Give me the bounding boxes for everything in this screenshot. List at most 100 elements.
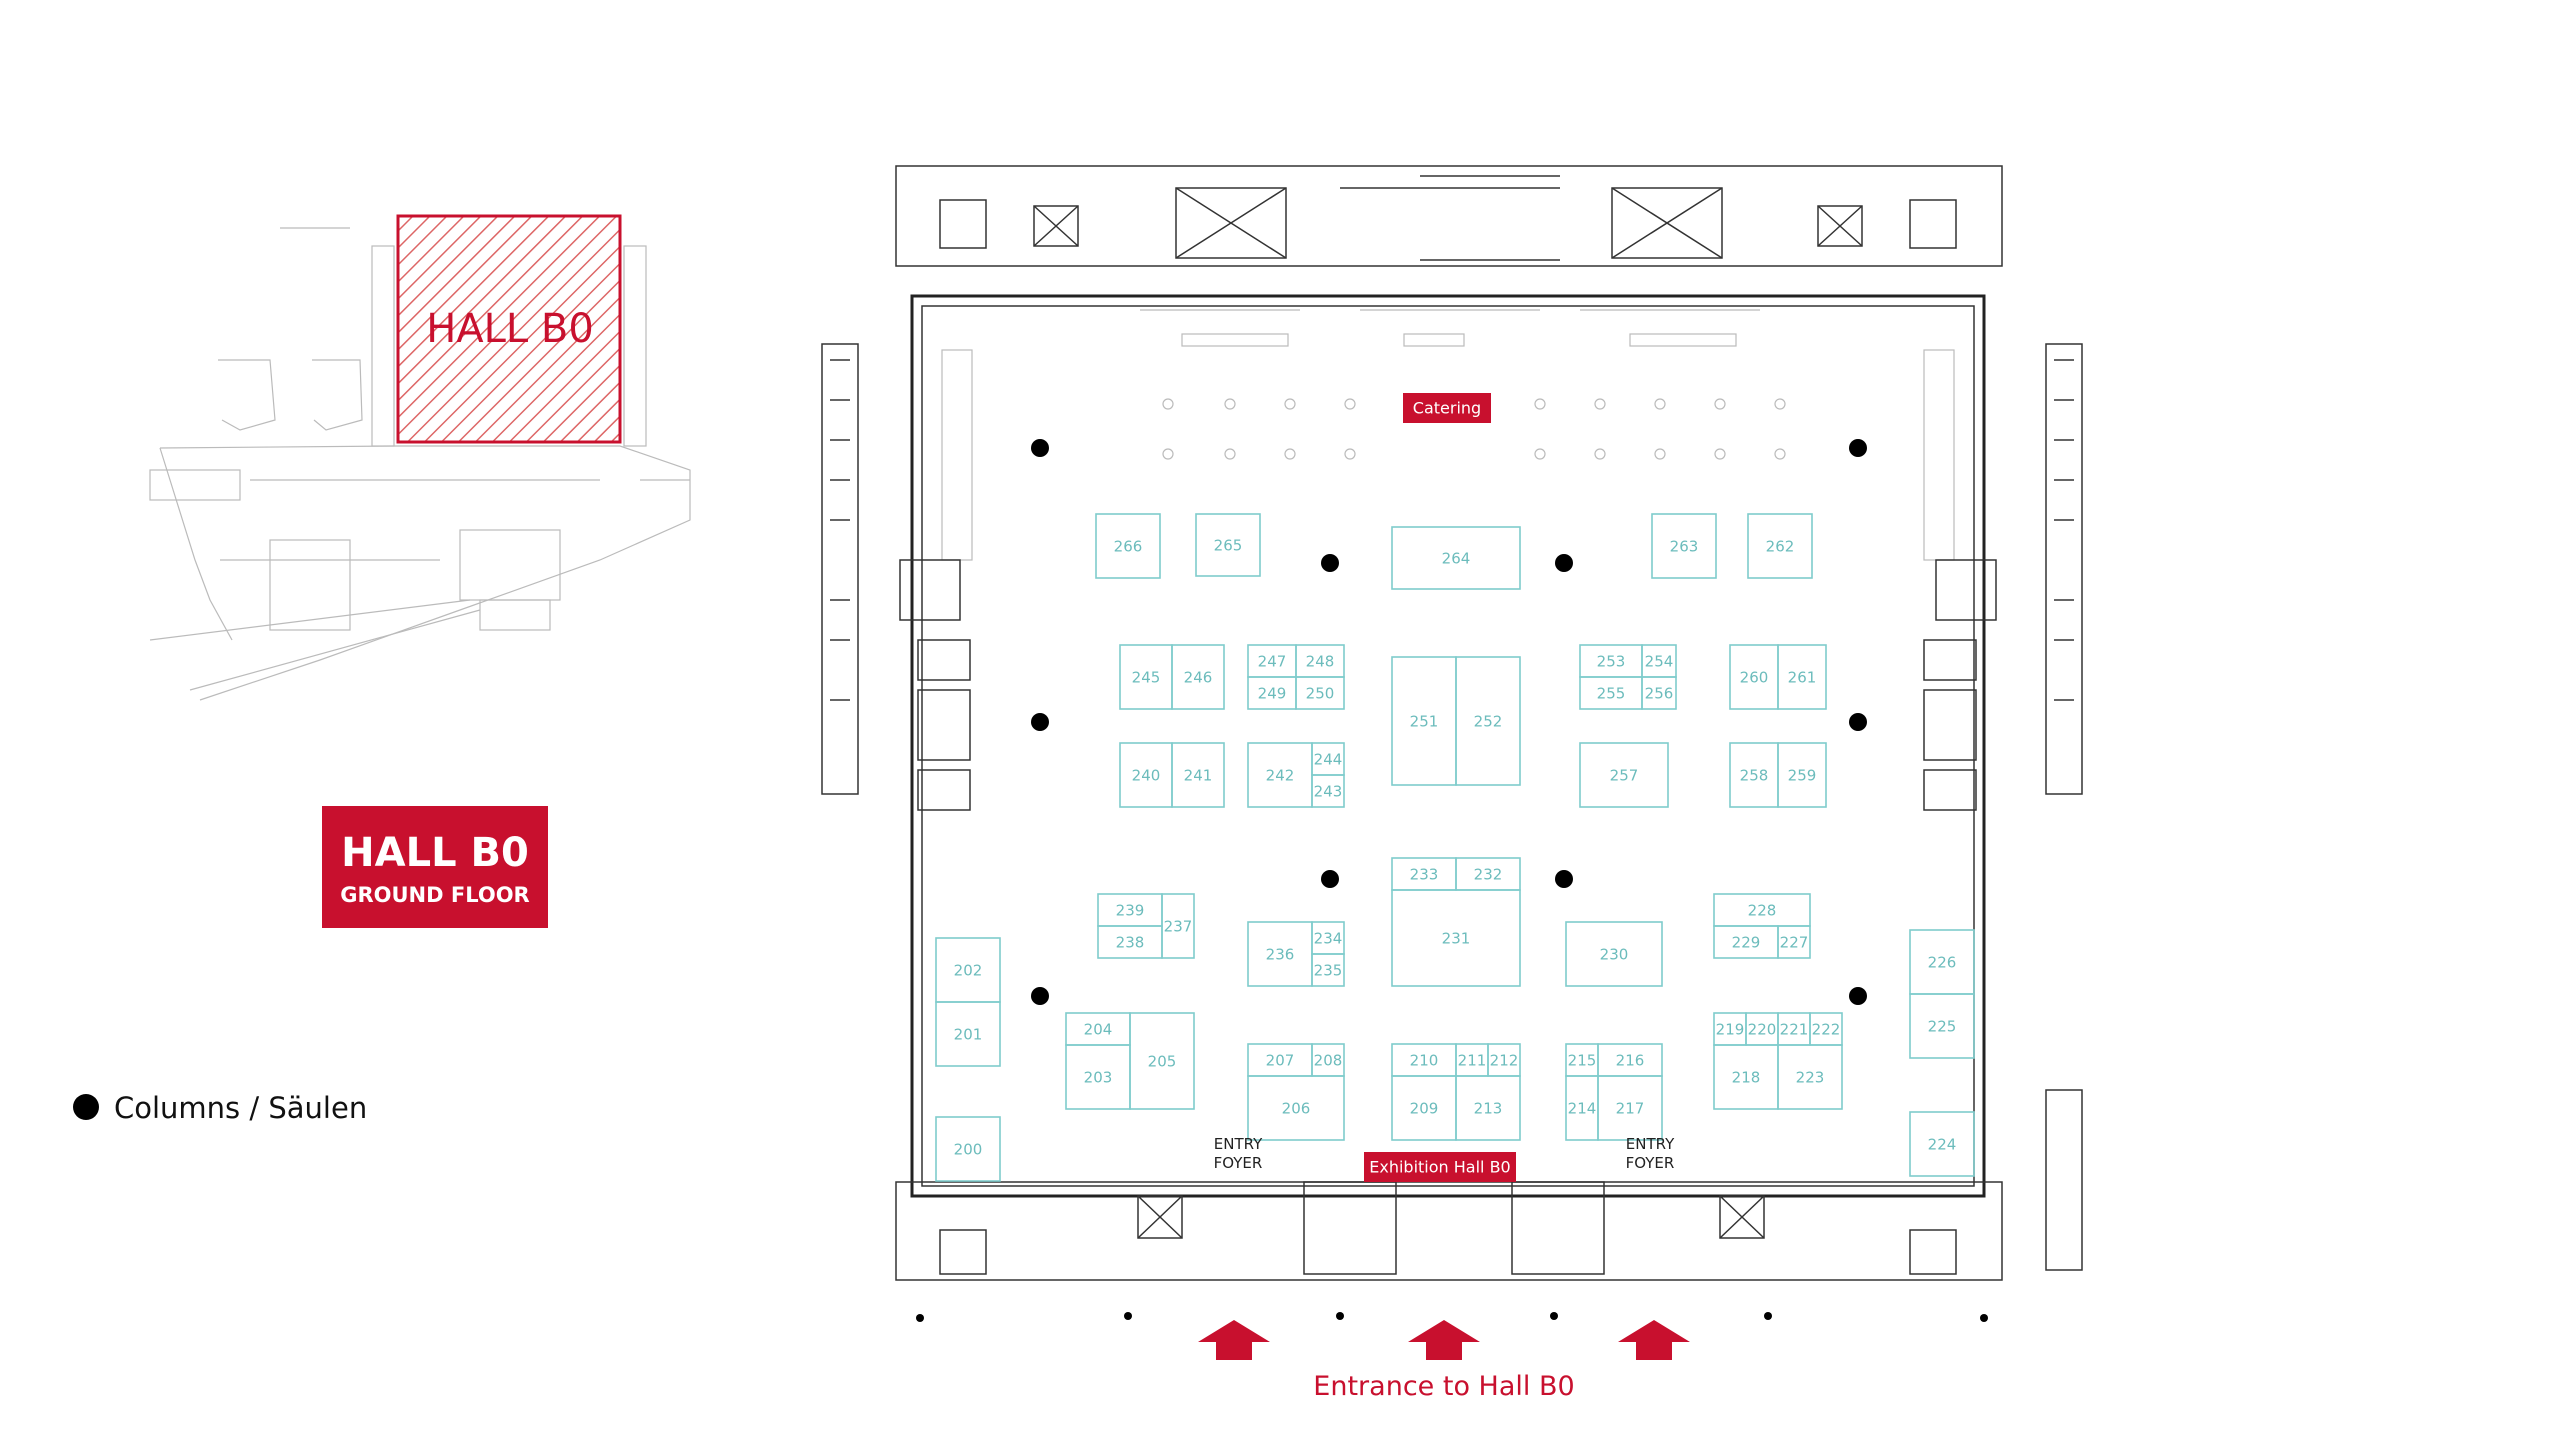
booth-200[interactable]: 200: [935, 1116, 1001, 1182]
booth-225[interactable]: 225: [1909, 993, 1975, 1059]
column-icon: [1336, 1312, 1344, 1320]
booth-233[interactable]: 233: [1391, 857, 1457, 891]
booth-208[interactable]: 208: [1311, 1043, 1345, 1077]
booth-outline: [1195, 513, 1261, 577]
booth-211[interactable]: 211: [1455, 1043, 1489, 1077]
booth-253[interactable]: 253: [1579, 644, 1643, 678]
booth-261[interactable]: 261: [1777, 644, 1827, 710]
booth-number: 224: [1928, 1136, 1957, 1154]
booth-number: 258: [1740, 767, 1769, 785]
booth-outline: [1565, 921, 1663, 987]
booth-number: 235: [1314, 962, 1343, 980]
booth-230[interactable]: 230: [1565, 921, 1663, 987]
booth-258[interactable]: 258: [1729, 742, 1779, 808]
booth-259[interactable]: 259: [1777, 742, 1827, 808]
booth-219[interactable]: 219: [1713, 1012, 1747, 1046]
booth-number: 202: [954, 962, 983, 980]
booth-214[interactable]: 214: [1565, 1075, 1599, 1141]
booth-number: 216: [1616, 1052, 1645, 1070]
booth-205[interactable]: 205: [1129, 1012, 1195, 1110]
booth-213[interactable]: 213: [1455, 1075, 1521, 1141]
booth-outline: [1909, 1111, 1975, 1177]
booth-201[interactable]: 201: [935, 1001, 1001, 1067]
booth-202[interactable]: 202: [935, 937, 1001, 1003]
booth-204[interactable]: 204: [1065, 1012, 1131, 1046]
booth-outline: [1311, 953, 1345, 987]
booth-number: 213: [1474, 1100, 1503, 1118]
booth-266[interactable]: 266: [1095, 513, 1161, 579]
booth-number: 261: [1788, 669, 1817, 687]
booth-257[interactable]: 257: [1579, 742, 1669, 808]
booth-252[interactable]: 252: [1455, 656, 1521, 786]
booth-248[interactable]: 248: [1295, 644, 1345, 678]
booth-243[interactable]: 243: [1311, 774, 1345, 808]
catering-label: Catering: [1403, 393, 1491, 423]
booth-226[interactable]: 226: [1909, 929, 1975, 995]
booth-215[interactable]: 215: [1565, 1043, 1599, 1077]
booth-238[interactable]: 238: [1097, 925, 1163, 959]
exhibition-hall-label: Exhibition Hall B0: [1364, 1152, 1516, 1182]
booth-249[interactable]: 249: [1247, 676, 1297, 710]
column-icon: [1555, 870, 1573, 888]
booth-239[interactable]: 239: [1097, 893, 1163, 927]
booth-254[interactable]: 254: [1641, 644, 1677, 678]
booth-218[interactable]: 218: [1713, 1044, 1779, 1110]
booth-206[interactable]: 206: [1247, 1075, 1345, 1141]
booth-number: 265: [1214, 537, 1243, 555]
booth-number: 238: [1116, 934, 1145, 952]
booth-255[interactable]: 255: [1579, 676, 1643, 710]
column-icon: [1849, 439, 1867, 457]
booth-245[interactable]: 245: [1119, 644, 1173, 710]
booth-246[interactable]: 246: [1171, 644, 1225, 710]
column-icon: [1031, 987, 1049, 1005]
booth-227[interactable]: 227: [1777, 925, 1811, 959]
booth-number: 247: [1258, 653, 1287, 671]
north-service-block: [895, 165, 2003, 267]
booth-number: 207: [1266, 1052, 1295, 1070]
column-icon: [1550, 1312, 1558, 1320]
booth-234[interactable]: 234: [1311, 921, 1345, 955]
booth-237[interactable]: 237: [1161, 893, 1195, 959]
booth-220[interactable]: 220: [1745, 1012, 1779, 1046]
booth-262[interactable]: 262: [1747, 513, 1813, 579]
booth-number: 263: [1670, 538, 1699, 556]
booth-265[interactable]: 265: [1195, 513, 1261, 577]
booth-264[interactable]: 264: [1391, 526, 1521, 590]
booth-outline: [1641, 676, 1677, 710]
booth-outline: [1247, 1075, 1345, 1141]
booth-263[interactable]: 263: [1651, 513, 1717, 579]
booth-224[interactable]: 224: [1909, 1111, 1975, 1177]
booth-number: 266: [1114, 538, 1143, 556]
booth-232[interactable]: 232: [1455, 857, 1521, 891]
booth-247[interactable]: 247: [1247, 644, 1297, 678]
booth-217[interactable]: 217: [1597, 1075, 1663, 1141]
booth-212[interactable]: 212: [1487, 1043, 1521, 1077]
booth-231[interactable]: 231: [1391, 889, 1521, 987]
overview-hall-highlight: [396, 214, 622, 444]
booth-209[interactable]: 209: [1391, 1075, 1457, 1141]
booth-256[interactable]: 256: [1641, 676, 1677, 710]
booth-outline: [935, 1001, 1001, 1067]
booth-251[interactable]: 251: [1391, 656, 1457, 786]
booth-outline: [1651, 513, 1717, 579]
booth-outline: [1311, 774, 1345, 808]
booth-235[interactable]: 235: [1311, 953, 1345, 987]
booth-221[interactable]: 221: [1777, 1012, 1811, 1046]
booth-244[interactable]: 244: [1311, 742, 1345, 776]
booth-216[interactable]: 216: [1597, 1043, 1663, 1077]
booth-260[interactable]: 260: [1729, 644, 1779, 710]
booth-229[interactable]: 229: [1713, 925, 1779, 959]
booth-number: 204: [1084, 1021, 1113, 1039]
booth-203[interactable]: 203: [1065, 1044, 1131, 1110]
booth-250[interactable]: 250: [1295, 676, 1345, 710]
booth-228[interactable]: 228: [1713, 893, 1811, 927]
booth-223[interactable]: 223: [1777, 1044, 1843, 1110]
booth-number: 241: [1184, 767, 1213, 785]
booth-236[interactable]: 236: [1247, 921, 1313, 987]
booth-241[interactable]: 241: [1171, 742, 1225, 808]
booth-222[interactable]: 222: [1809, 1012, 1843, 1046]
booth-210[interactable]: 210: [1391, 1043, 1457, 1077]
booth-207[interactable]: 207: [1247, 1043, 1313, 1077]
booth-240[interactable]: 240: [1119, 742, 1173, 808]
booth-242[interactable]: 242: [1247, 742, 1313, 808]
